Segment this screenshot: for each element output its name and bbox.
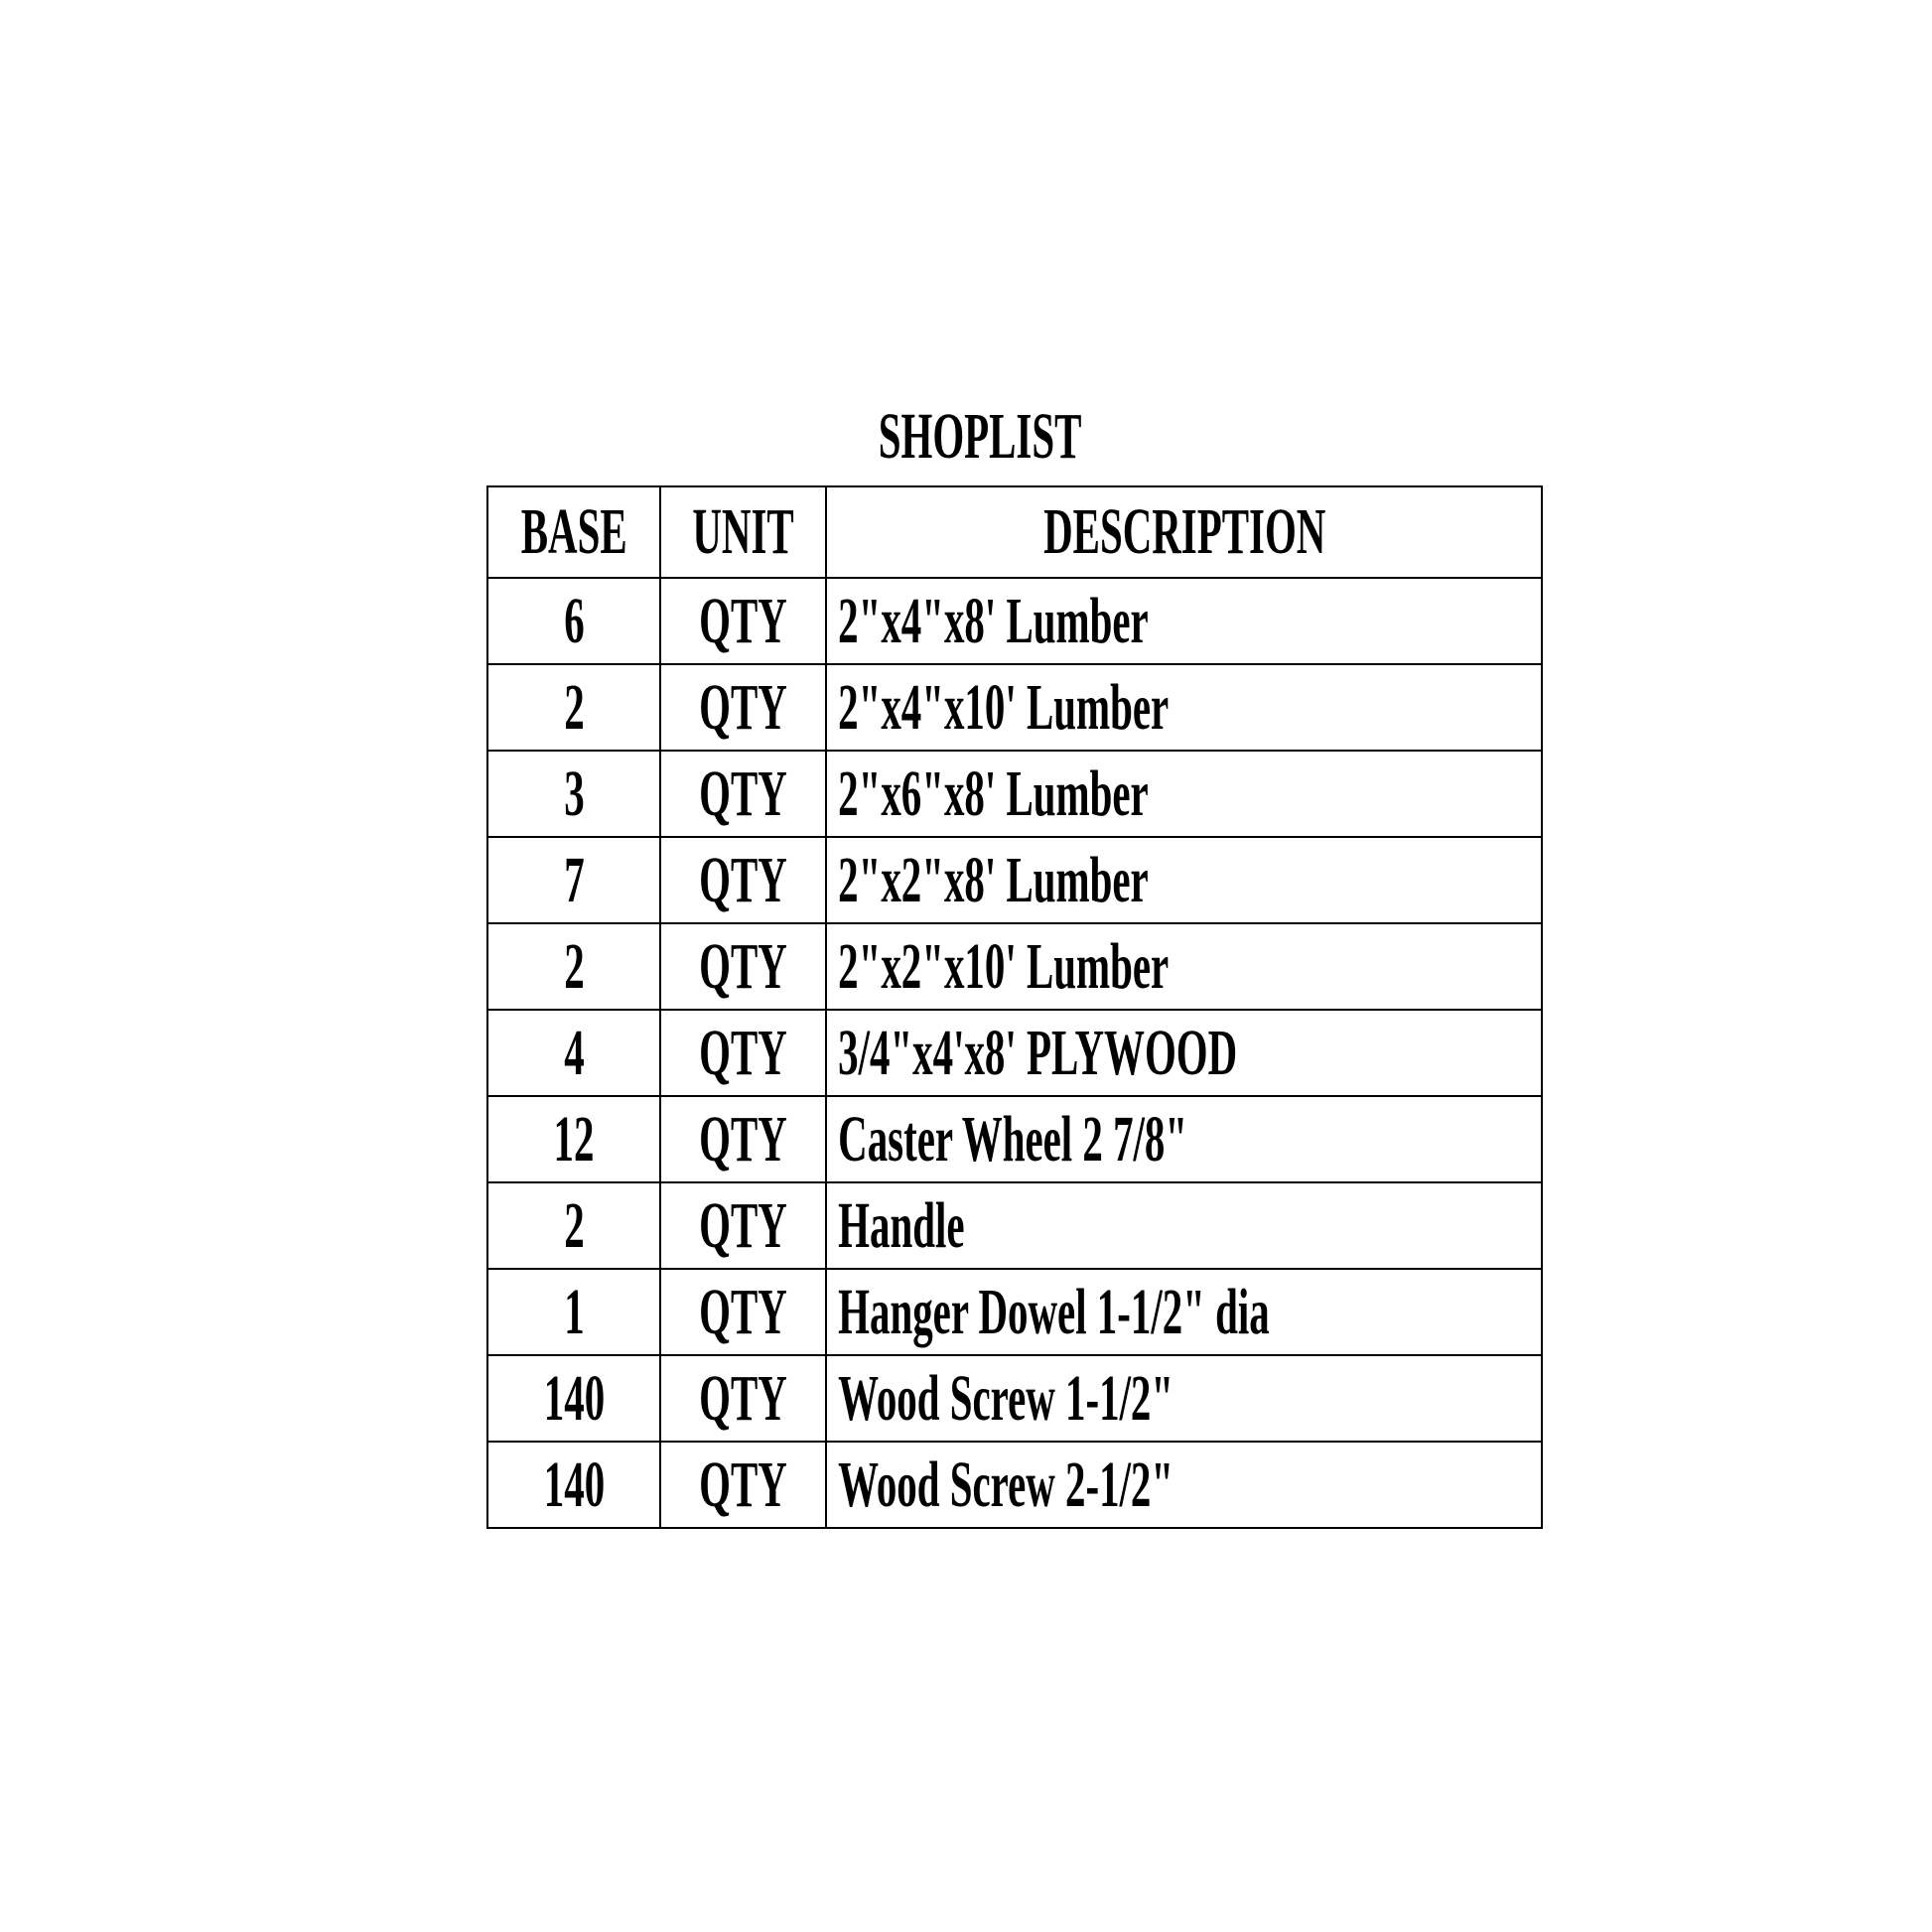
unit-cell: QTY	[659, 1009, 828, 1097]
column-header-base: BASE	[485, 485, 662, 579]
description-cell: Caster Wheel 2 7/8"	[825, 1095, 1544, 1183]
base-cell: 140	[485, 1354, 662, 1443]
page-title: SHOPLIST	[878, 400, 1082, 473]
unit-cell: QTY	[659, 1095, 828, 1183]
table-header-row: BASE UNIT DESCRIPTION	[485, 485, 1544, 579]
unit-cell: QTY	[659, 750, 828, 838]
unit-cell: QTY	[659, 1181, 828, 1270]
base-cell: 6	[485, 577, 662, 665]
unit-cell: QTY	[659, 922, 828, 1011]
description-cell: Handle	[825, 1181, 1544, 1270]
description-cell: Wood Screw 2-1/2"	[825, 1441, 1544, 1529]
base-cell: 3	[485, 750, 662, 838]
base-cell: 1	[485, 1268, 662, 1356]
unit-cell: QTY	[659, 1268, 828, 1356]
base-cell: 7	[485, 836, 662, 924]
unit-cell: QTY	[659, 663, 828, 752]
unit-cell: QTY	[659, 1441, 828, 1529]
column-header-unit: UNIT	[659, 485, 828, 579]
description-cell: 2"x4"x10' Lumber	[825, 663, 1544, 752]
description-cell: Hanger Dowel 1-1/2" dia	[825, 1268, 1544, 1356]
description-cell: 2"x6"x8' Lumber	[825, 750, 1544, 838]
unit-cell: QTY	[659, 577, 828, 665]
unit-cell: QTY	[659, 836, 828, 924]
description-cell: Wood Screw 1-1/2"	[825, 1354, 1544, 1443]
base-cell: 140	[485, 1441, 662, 1529]
column-header-description: DESCRIPTION	[825, 485, 1544, 579]
base-cell: 4	[485, 1009, 662, 1097]
base-cell: 2	[485, 1181, 662, 1270]
description-cell: 2"x4"x8' Lumber	[825, 577, 1544, 665]
description-cell: 3/4"x4'x8' PLYWOOD	[825, 1009, 1544, 1097]
base-cell: 2	[485, 922, 662, 1011]
unit-cell: QTY	[659, 1354, 828, 1443]
base-cell: 2	[485, 663, 662, 752]
base-cell: 12	[485, 1095, 662, 1183]
description-cell: 2"x2"x10' Lumber	[825, 922, 1544, 1011]
description-cell: 2"x2"x8' Lumber	[825, 836, 1544, 924]
